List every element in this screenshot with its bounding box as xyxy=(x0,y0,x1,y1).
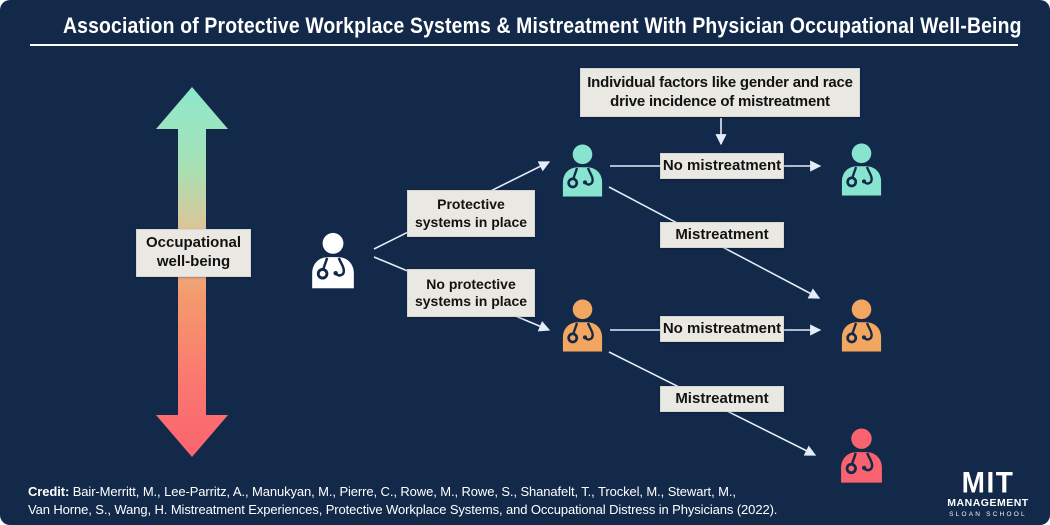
logo-mit-text: MIT xyxy=(961,466,1015,499)
physician-icon-red-wellbeing-low xyxy=(837,426,886,484)
outcome-protective-no-mistreatment: No mistreatment xyxy=(660,153,784,179)
mit-sloan-logo: MIT MANAGEMENT SLOAN SCHOOL xyxy=(942,466,1034,518)
physician-icon-teal-wellbeing-high xyxy=(838,141,885,197)
branch-no-protective-systems: No protective systems in place xyxy=(407,269,535,317)
outcome-no-protective-mistreatment: Mistreatment xyxy=(660,386,784,412)
credit-label: Credit: xyxy=(28,484,70,499)
outcome-protective-mistreatment: Mistreatment xyxy=(660,222,784,248)
title-underline xyxy=(30,44,1018,46)
axis-label-occupational-wellbeing: Occupational well-being xyxy=(136,229,251,277)
page-title: Association of Protective Workplace Syst… xyxy=(63,13,1022,38)
credit-authors: Bair-Merritt, M., Lee-Parritz, A., Manuk… xyxy=(69,484,736,499)
credit-line-2: Van Horne, S., Wang, H. Mistreatment Exp… xyxy=(28,501,778,517)
credit-line-1: Credit: Bair-Merritt, M., Lee-Parritz, A… xyxy=(28,483,777,501)
credit-text: Credit: Bair-Merritt, M., Lee-Parritz, A… xyxy=(28,483,777,518)
outcome-no-protective-no-mistreatment: No mistreatment xyxy=(660,316,784,342)
logo-sloan-school-text: SLOAN SCHOOL xyxy=(949,511,1027,518)
physician-icon-orange-unprotected xyxy=(559,297,606,353)
callout-individual-factors: Individual factors like gender and race … xyxy=(580,68,860,117)
physician-icon-orange-wellbeing-mid xyxy=(838,297,885,353)
branch-protective-systems: Protective systems in place xyxy=(407,190,535,237)
physician-icon-teal-protected xyxy=(559,142,606,198)
logo-management-text: MANAGEMENT xyxy=(947,497,1029,509)
physician-icon-white xyxy=(308,226,358,294)
